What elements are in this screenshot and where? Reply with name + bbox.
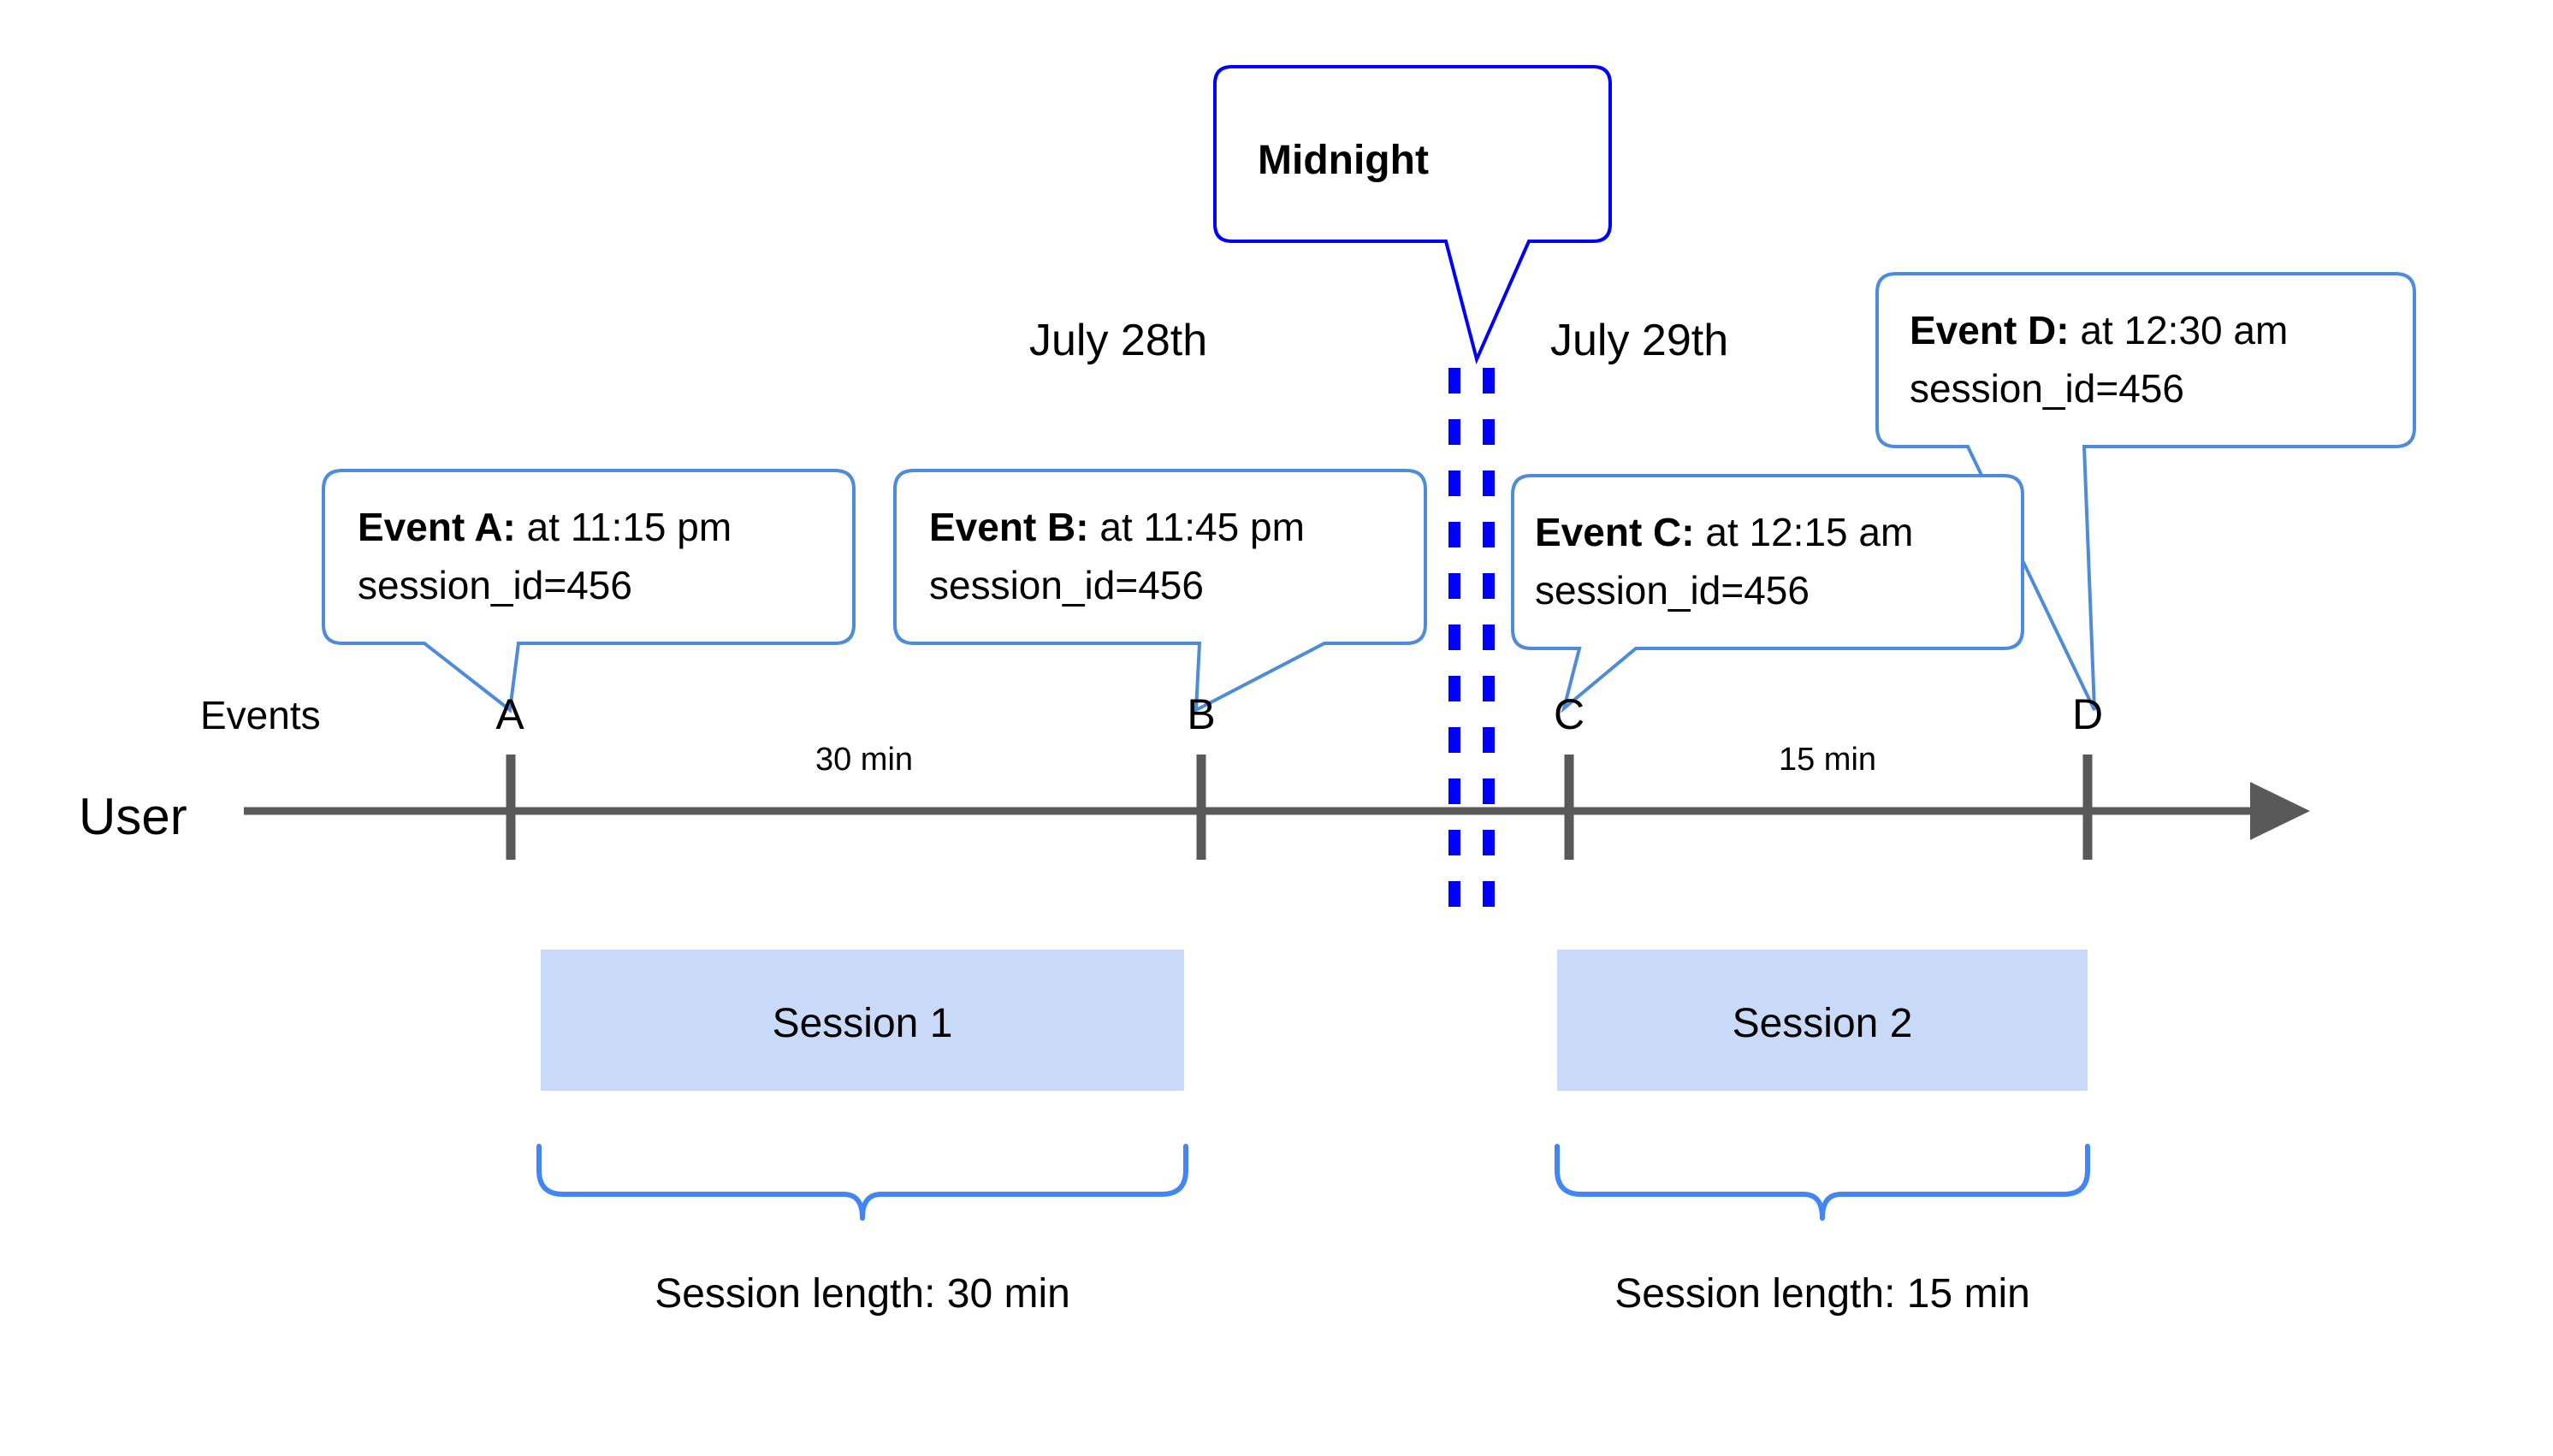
event-c-callout-shape <box>1511 474 2024 713</box>
session-1-brace <box>536 1144 1188 1221</box>
session-1-brace-path <box>536 1144 1188 1221</box>
session-1-label: Session 1 <box>773 1001 953 1046</box>
marker-label-a: A <box>495 690 524 738</box>
marker-label-b: B <box>1187 690 1215 738</box>
event-b-callout[interactable]: Event B: at 11:45 pm session_id=456 <box>893 469 1427 713</box>
event-b-line-1: Event B: at 11:45 pm <box>929 505 1305 549</box>
event-a-callout[interactable]: Event A: at 11:15 pm session_id=456 <box>322 469 856 713</box>
session-1-rect <box>541 950 1184 1091</box>
midnight-callout[interactable]: Midnight <box>1213 65 1612 365</box>
user-lane-label: User <box>79 788 187 845</box>
session-2-brace <box>1555 1144 2090 1221</box>
timeline-axis-arrowhead <box>2250 782 2310 840</box>
event-a-time: at 11:15 pm <box>516 505 732 549</box>
event-c-time: at 12:15 am <box>1695 510 1914 554</box>
event-c-line-2: session_id=456 <box>1535 568 1810 613</box>
session-1-length-label: Session length: 30 min <box>655 1271 1070 1317</box>
event-b-callout-shape <box>893 469 1427 713</box>
event-d-callout-shape <box>1875 272 2416 711</box>
marker-label-d: D <box>2072 690 2103 738</box>
event-d-callout[interactable]: Event D: at 12:30 am session_id=456 <box>1875 272 2416 711</box>
session-2-brace-path <box>1555 1144 2090 1221</box>
event-b-line-2: session_id=456 <box>929 563 1204 607</box>
date-label-left: July 28th <box>1029 316 1207 365</box>
midnight-divider <box>1448 368 1495 920</box>
event-c-line-1: Event C: at 12:15 am <box>1535 510 1913 554</box>
event-b-time: at 11:45 pm <box>1089 505 1305 549</box>
marker-label-c: C <box>1554 690 1585 738</box>
event-c-title: Event C: <box>1535 510 1695 554</box>
event-d-time: at 12:30 am <box>2070 308 2289 352</box>
event-a-line-2: session_id=456 <box>358 563 632 607</box>
event-a-line-1: Event A: at 11:15 pm <box>358 505 732 549</box>
session-2-length-label: Session length: 15 min <box>1614 1271 2030 1317</box>
session-2-label: Session 2 <box>1733 1001 1913 1046</box>
duration-label-ab: 30 min <box>815 742 913 778</box>
event-d-title: Event D: <box>1910 308 2070 352</box>
duration-label-cd: 15 min <box>1779 742 1876 778</box>
timeline-axis <box>244 755 2310 860</box>
date-label-right: July 29th <box>1550 316 1728 365</box>
session-2-rect <box>1557 950 2088 1091</box>
event-d-line-2: session_id=456 <box>1910 366 2184 411</box>
midnight-label: Midnight <box>1258 138 1429 183</box>
midnight-callout-shape <box>1213 65 1612 365</box>
session-1-block[interactable]: Session 1 <box>541 950 1184 1091</box>
event-d-line-1: Event D: at 12:30 am <box>1910 308 2288 352</box>
event-a-callout-shape <box>322 469 856 713</box>
event-a-title: Event A: <box>358 505 516 549</box>
events-lane-label: Events <box>200 693 321 737</box>
event-b-title: Event B: <box>929 505 1089 549</box>
session-2-block[interactable]: Session 2 <box>1557 950 2088 1091</box>
event-c-callout[interactable]: Event C: at 12:15 am session_id=456 <box>1511 474 2024 713</box>
